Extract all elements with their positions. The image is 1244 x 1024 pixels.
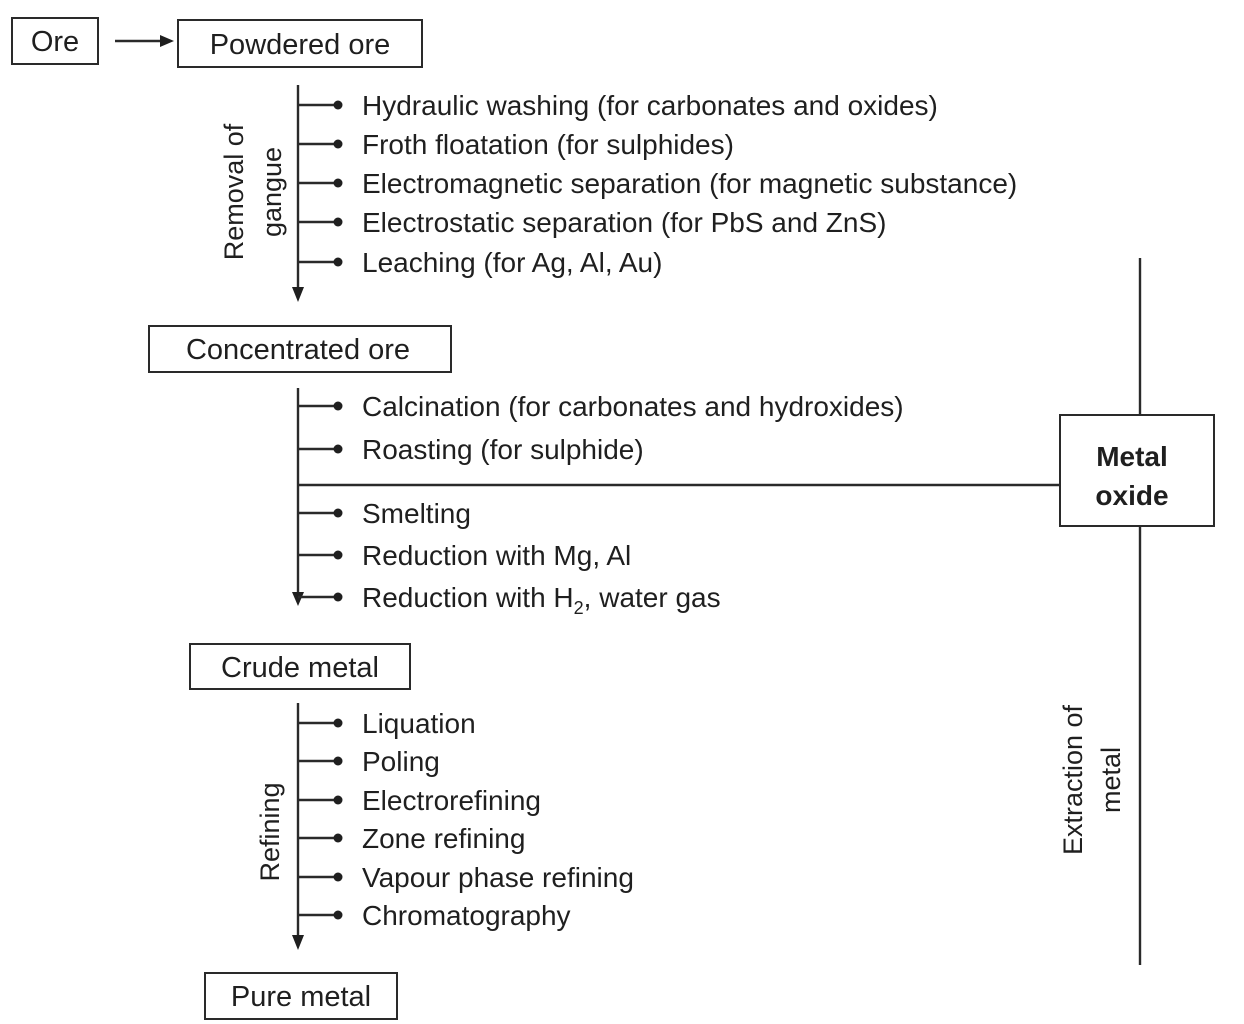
crude-metal-box xyxy=(189,643,411,690)
method-vapour-phase-refining: Vapour phase refining xyxy=(298,862,634,893)
method-text: Roasting (for sulphide) xyxy=(362,434,644,465)
method-calcination: Calcination (for carbonates and hydroxid… xyxy=(298,391,904,422)
refining-arrowhead xyxy=(292,935,304,950)
method-liquation: Liquation xyxy=(298,708,476,739)
pure-metal-box xyxy=(204,972,398,1020)
reduction-methods: Smelting Reduction with Mg, Al Reduction… xyxy=(298,498,721,618)
method-text: Leaching (for Ag, Al, Au) xyxy=(362,247,662,278)
powdered-ore-box xyxy=(177,19,423,68)
pure-metal-label: Pure metal xyxy=(231,981,371,1013)
method-text: Poling xyxy=(362,746,440,777)
method-poling: Poling xyxy=(298,746,440,777)
method-leaching: Leaching (for Ag, Al, Au) xyxy=(298,247,662,278)
h2-subscript: 2 xyxy=(574,598,584,618)
method-reduction-h2: Reduction with H2, water gas xyxy=(298,582,721,618)
ore-to-powdered-arrow xyxy=(115,35,174,47)
refining-methods: Liquation Poling Electrorefining Zone re… xyxy=(298,708,634,931)
method-text: Hydraulic washing (for carbonates and ox… xyxy=(362,90,938,121)
method-zone-refining: Zone refining xyxy=(298,823,525,854)
crude-metal-node: Crude metal xyxy=(189,643,411,690)
method-hydraulic-washing: Hydraulic washing (for carbonates and ox… xyxy=(298,90,938,121)
crude-metal-label: Crude metal xyxy=(221,652,379,684)
metal-oxide-box xyxy=(1059,414,1215,527)
metal-oxide-line2: oxide xyxy=(1095,480,1168,511)
method-reduction-mg-al: Reduction with Mg, Al xyxy=(298,540,631,571)
h2-suffix: , water gas xyxy=(584,582,721,613)
extraction-of-metal-label: Extraction of metal xyxy=(1058,704,1126,855)
concentrated-ore-node: Concentrated ore xyxy=(148,325,452,373)
ore-label: Ore xyxy=(31,26,79,58)
extraction-of-metal-line2: metal xyxy=(1096,747,1126,813)
concentration-arrowhead xyxy=(292,287,304,302)
powdered-ore-label: Powdered ore xyxy=(210,29,391,61)
method-text: Reduction with H2, water gas xyxy=(362,582,721,618)
removal-of-gangue-label: Removal of gangue xyxy=(219,123,287,260)
method-electrostatic-separation: Electrostatic separation (for PbS and Zn… xyxy=(298,207,886,238)
method-text: Chromatography xyxy=(362,900,571,931)
method-text: Electrostatic separation (for PbS and Zn… xyxy=(362,207,886,238)
concentrated-ore-label: Concentrated ore xyxy=(186,334,410,366)
metal-oxide-line1: Metal xyxy=(1096,441,1168,472)
refining-label: Refining xyxy=(255,782,285,881)
concentrated-ore-box xyxy=(148,325,452,373)
method-smelting: Smelting xyxy=(298,498,471,529)
powdered-ore-node: Powdered ore xyxy=(177,19,423,68)
method-text: Reduction with Mg, Al xyxy=(362,540,631,571)
pure-metal-node: Pure metal xyxy=(204,972,398,1020)
h2-prefix: Reduction with H xyxy=(362,582,574,613)
removal-of-gangue-line2: gangue xyxy=(257,147,287,237)
extraction-arrowhead xyxy=(292,592,304,606)
method-text: Zone refining xyxy=(362,823,525,854)
method-text: Calcination (for carbonates and hydroxid… xyxy=(362,391,904,422)
ore-box xyxy=(11,17,99,65)
ore-node: Ore xyxy=(11,17,99,65)
extraction-of-metal-line1: Extraction of xyxy=(1058,704,1088,855)
oxide-conversion-methods: Calcination (for carbonates and hydroxid… xyxy=(298,391,904,465)
method-text: Liquation xyxy=(362,708,476,739)
method-froth-floatation: Froth floatation (for sulphides) xyxy=(298,129,734,160)
metal-oxide-node: Metal oxide xyxy=(1059,414,1215,527)
method-text: Froth floatation (for sulphides) xyxy=(362,129,734,160)
removal-of-gangue-line1: Removal of xyxy=(219,123,249,260)
method-electromagnetic-separation: Electromagnetic separation (for magnetic… xyxy=(298,168,1017,199)
method-text: Electromagnetic separation (for magnetic… xyxy=(362,168,1017,199)
method-text: Smelting xyxy=(362,498,471,529)
method-electrorefining: Electrorefining xyxy=(298,785,541,816)
method-chromatography: Chromatography xyxy=(298,900,571,931)
method-text: Electrorefining xyxy=(362,785,541,816)
method-text: Vapour phase refining xyxy=(362,862,634,893)
concentration-methods: Hydraulic washing (for carbonates and ox… xyxy=(298,90,1017,278)
method-roasting: Roasting (for sulphide) xyxy=(298,434,644,465)
